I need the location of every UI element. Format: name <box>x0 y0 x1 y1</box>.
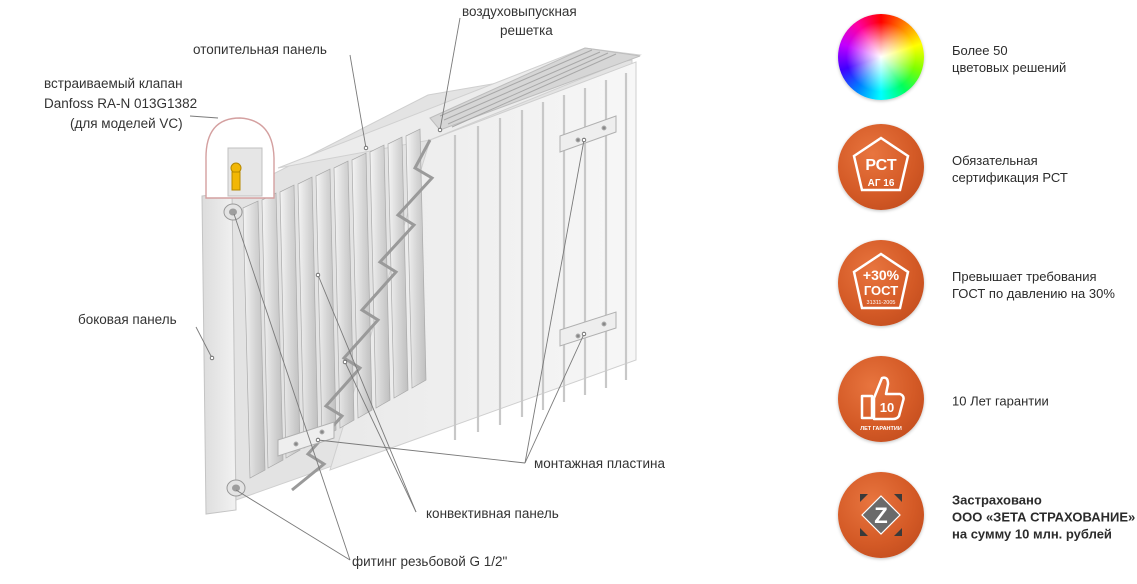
valve-inset <box>205 117 275 199</box>
leader-lines <box>189 17 585 561</box>
svg-text:Z: Z <box>874 503 887 528</box>
feature-colors: Более 50 цветовых решений <box>838 14 1137 104</box>
label-convector-panel: конвективная панель <box>426 506 559 521</box>
feature-warranty-text: 10 Лет гарантии <box>952 393 1049 409</box>
features-list: Более 50 цветовых решений РСТ АГ 16 Обяз… <box>838 0 1137 584</box>
mounting-plate-bottom <box>559 311 617 347</box>
mounting-plate-top <box>559 115 617 153</box>
label-heating-panel: отопительная панель <box>193 42 327 57</box>
svg-text:+30%: +30% <box>863 267 900 283</box>
label-valve-line1: встраиваемый клапан <box>44 76 183 91</box>
svg-text:ЛЕТ ГАРАНТИИ: ЛЕТ ГАРАНТИИ <box>860 426 902 432</box>
feature-insurance: Z Застраховано ООО «ЗЕТА СТРАХОВАНИЕ» на… <box>838 472 1137 562</box>
svg-text:ГОСТ: ГОСТ <box>864 283 898 298</box>
fitting-bottom <box>226 479 246 497</box>
feature-gost: +30% ГОСТ 31311-2005 Превышает требовани… <box>838 240 1137 330</box>
label-fitting: фитинг резьбовой G 1/2" <box>352 554 508 569</box>
feature-warranty: 10 ЛЕТ ГАРАНТИИ 10 Лет гарантии <box>838 356 1137 446</box>
label-valve-line3: (для моделей VC) <box>70 116 183 131</box>
side-panel <box>201 191 237 515</box>
warranty-thumb-icon: 10 ЛЕТ ГАРАНТИИ <box>838 356 924 442</box>
svg-text:10: 10 <box>880 400 894 415</box>
color-wheel-icon <box>838 14 924 100</box>
label-valve-line2: Danfoss RA-N 013G1382 <box>44 96 197 111</box>
leader-dots <box>209 127 587 443</box>
feature-gost-text: Превышает требования ГОСТ по давлению на… <box>952 269 1115 301</box>
feature-insurance-text: Застраховано ООО «ЗЕТА СТРАХОВАНИЕ» на с… <box>952 492 1136 542</box>
feature-rst-text: Обязательная сертификация РСТ <box>952 153 1068 185</box>
svg-text:АГ 16: АГ 16 <box>868 178 895 189</box>
label-air-grille: воздуховыпускная <box>462 4 577 19</box>
convector-fins <box>242 128 427 479</box>
svg-text:31311-2005: 31311-2005 <box>867 300 896 306</box>
label-air-grille-line2: решетка <box>500 23 553 38</box>
air-grille <box>429 47 641 131</box>
label-side-panel: боковая панель <box>78 312 177 327</box>
zeta-insurance-icon: Z <box>838 472 924 558</box>
label-mounting-plate: монтажная пластина <box>534 456 665 471</box>
svg-text:РСТ: РСТ <box>865 157 896 174</box>
feature-colors-text: Более 50 цветовых решений <box>952 43 1067 75</box>
gost-30-icon: +30% ГОСТ 31311-2005 <box>838 240 924 326</box>
fitting-top <box>223 203 243 221</box>
rst-certification-icon: РСТ АГ 16 <box>838 124 924 210</box>
mounting-plate-left <box>277 421 335 457</box>
feature-rst: РСТ АГ 16 Обязательная сертификация РСТ <box>838 124 1137 214</box>
radiator-diagram: воздуховыпускная решетка отопительная па… <box>44 4 665 569</box>
